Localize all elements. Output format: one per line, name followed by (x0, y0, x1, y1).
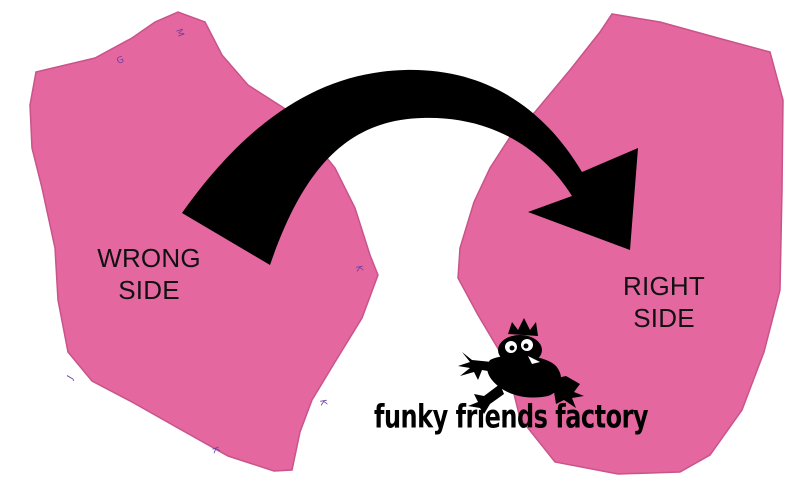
right-side-label-line-2: SIDE (633, 303, 695, 333)
curved-arrow-icon (182, 69, 638, 265)
wrong-side-label-line-2: SIDE (118, 275, 180, 305)
svg-text:G: G (116, 55, 126, 67)
svg-text:J: J (65, 374, 75, 382)
svg-text:K: K (317, 399, 328, 408)
right-side-label-line-1: RIGHT (623, 271, 705, 301)
wrong-side-label: WRONG SIDE (78, 242, 220, 306)
svg-text:M: M (173, 28, 185, 39)
right-side-label: RIGHT SIDE (596, 270, 732, 334)
brand-wordmark: funky friends factory (374, 398, 649, 436)
wrong-side-label-line-1: WRONG (97, 243, 201, 273)
frog-logo-icon (458, 318, 584, 414)
svg-text:K: K (353, 265, 364, 274)
svg-text:K: K (209, 446, 221, 456)
pattern-markings: G M K J K K (65, 28, 364, 456)
